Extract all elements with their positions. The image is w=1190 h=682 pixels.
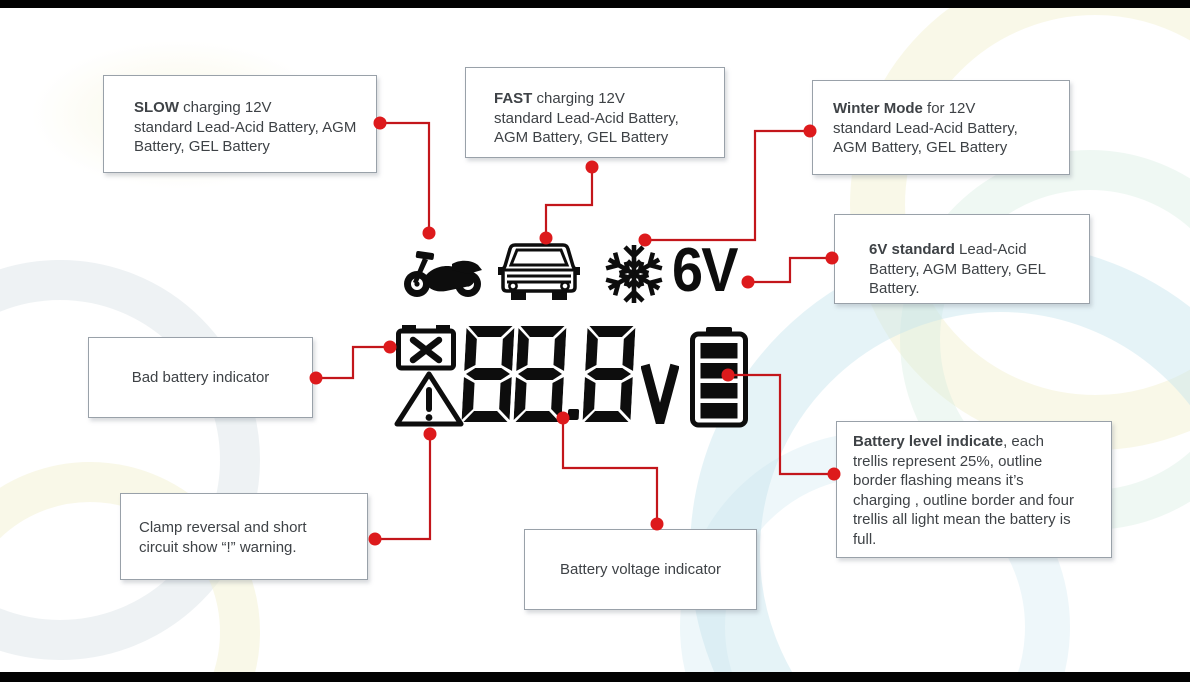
lcd-digit [461,326,515,422]
battery-level-icon [690,327,748,428]
callout-text-block: Battery voltage indicator [560,560,721,580]
callout-battery-voltage: Battery voltage indicator [524,529,757,610]
callout-text: Clamp reversal and short circuit show “!… [139,519,307,556]
callout-clamp-reversal: Clamp reversal and short circuit show “!… [120,493,368,580]
callout-slow-charging: SLOW charging 12V standard Lead-Acid Bat… [103,75,377,173]
lcd-decimal-point [567,409,580,420]
warning-triangle-icon [394,371,464,427]
bad-battery-icon [396,325,456,371]
callout-battery-level: Battery level indicate, each trellis rep… [836,421,1112,558]
callout-bold-text: Winter Mode [833,100,923,117]
lcd-voltage-unit [641,363,679,424]
car-icon [498,243,580,300]
callout-bold-text: 6V standard [869,241,955,258]
callout-bold-text: SLOW [134,99,179,116]
background-decoration [0,260,260,660]
top-letterbox-bar [0,0,1190,8]
lcd-digit [513,326,567,422]
callout-winter-mode: Winter Mode for 12V standard Lead-Acid B… [812,80,1070,175]
lcd-digit [582,326,636,422]
bottom-letterbox-bar [0,672,1190,682]
six-volt-mode-label: 6V [672,236,738,305]
callout-text-block: Bad battery indicator [132,368,270,388]
callout-text-block: FAST charging 12V standard Lead-Acid Bat… [466,68,724,148]
callout-text-block: 6V standard Lead-Acid Battery, AGM Batte… [835,215,1089,299]
callout-text-block: SLOW charging 12V standard Lead-Acid Bat… [104,76,376,157]
callout-six-volt-standard: 6V standard Lead-Acid Battery, AGM Batte… [834,214,1090,304]
callout-text: charging 12V standard Lead-Acid Battery,… [494,90,679,146]
callout-bold-text: Battery level indicate [853,433,1004,450]
callout-text: , each trellis represent 25%, outline bo… [853,433,1074,548]
callout-bad-battery: Bad battery indicator [88,337,313,418]
lcd-voltage-digits [461,326,639,422]
callout-text: Battery voltage indicator [560,560,721,578]
callout-text: Bad battery indicator [131,368,270,386]
callout-fast-charging: FAST charging 12V standard Lead-Acid Bat… [465,67,725,158]
callout-bold-text: FAST [494,90,533,107]
callout-text-block: Battery level indicate, each trellis rep… [837,422,1111,549]
motorcycle-icon [404,251,482,297]
snowflake-icon [605,245,663,303]
callout-text-block: Clamp reversal and short circuit show “!… [121,494,367,557]
callout-text-block: Winter Mode for 12V standard Lead-Acid B… [813,81,1069,158]
